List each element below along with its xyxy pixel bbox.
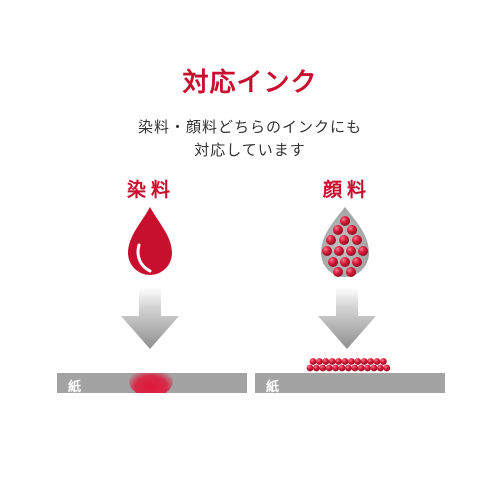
- pigment-particle: [352, 257, 362, 267]
- pigment-particle: [328, 358, 336, 365]
- pigment-particle: [351, 364, 359, 372]
- pigment-particle: [322, 246, 332, 256]
- pigment-particle: [313, 364, 320, 372]
- pigment-label: 顔料: [323, 179, 372, 201]
- pigment-surface-layer: [306, 358, 391, 372]
- pigment-particle: [347, 225, 357, 235]
- dye-paper: [57, 373, 247, 393]
- pigment-particle: [367, 358, 374, 365]
- pigment-particle: [322, 358, 330, 365]
- pigment-particle: [340, 257, 350, 267]
- description-line-2: 対応しています: [194, 141, 306, 159]
- pigment-particle: [360, 358, 368, 365]
- pigment-particle: [309, 358, 317, 365]
- pigment-particle: [335, 358, 342, 365]
- pigment-particle: [348, 358, 355, 365]
- pigment-particle: [325, 364, 333, 372]
- pigment-particle: [333, 225, 343, 235]
- pigment-paper: [255, 358, 445, 393]
- dye-label: 染料: [127, 179, 176, 201]
- pigment-particle: [328, 257, 338, 267]
- pigment-particle: [319, 364, 327, 372]
- pigment-drop-icon: [321, 207, 369, 277]
- pigment-particle: [332, 364, 339, 372]
- pigment-particle: [339, 235, 349, 245]
- pigment-particle: [306, 364, 314, 372]
- page-title: 対応インク: [182, 68, 318, 98]
- pigment-particle: [358, 246, 368, 256]
- pigment-particle: [352, 235, 362, 245]
- dye-drop-icon: [128, 207, 172, 275]
- pigment-particle: [346, 267, 356, 277]
- pigment-particle: [316, 358, 323, 365]
- pigment-particle: [334, 246, 344, 256]
- pigment-paper-label: 紙: [266, 380, 280, 395]
- pigment-particle: [338, 364, 346, 372]
- pigment-particle: [333, 267, 343, 277]
- pigment-particle: [326, 235, 336, 245]
- pigment-particle: [383, 364, 391, 372]
- pigment-particle: [341, 358, 349, 365]
- pigment-particle: [364, 364, 371, 372]
- pigment-particle: [380, 358, 387, 365]
- pigment-particle: [357, 364, 365, 372]
- pigment-particle: [370, 364, 378, 372]
- pigment-particle: [346, 246, 356, 256]
- pigment-particle: [340, 216, 350, 226]
- pigment-particle: [377, 364, 384, 372]
- dye-paper-label: 紙: [68, 380, 82, 395]
- pigment-particle: [354, 358, 362, 365]
- down-arrow-icon: [121, 287, 179, 349]
- pigment-particle: [373, 358, 381, 365]
- pigment-particle: [345, 364, 352, 372]
- description-line-1: 染料・顔料どちらのインクにも: [137, 118, 362, 136]
- down-arrow-icon: [318, 287, 376, 349]
